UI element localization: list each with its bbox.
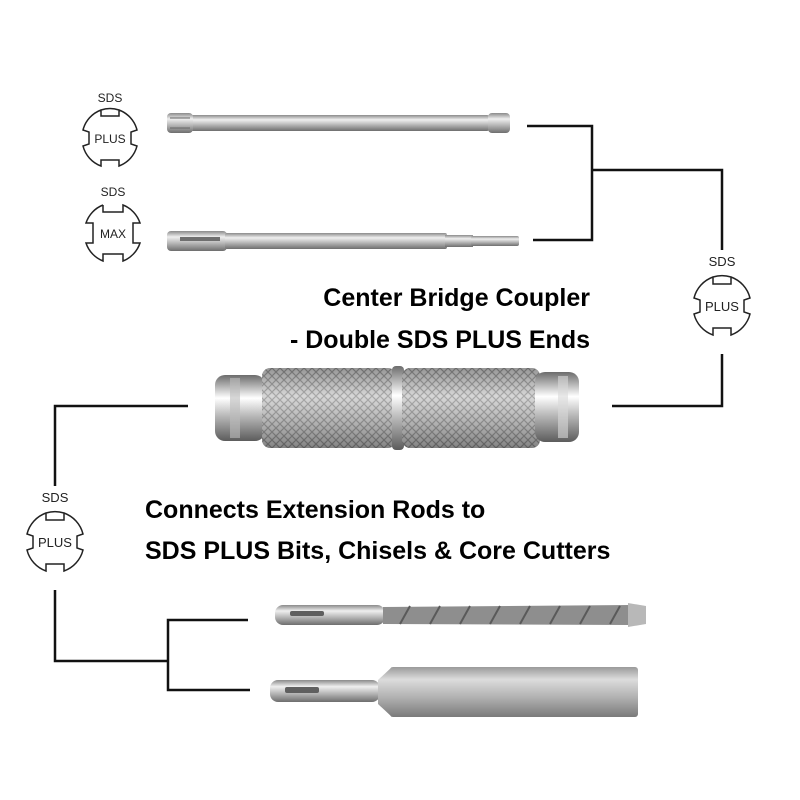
rod-plus-end	[167, 113, 193, 133]
sds-plus-shape-icon	[26, 510, 84, 573]
sds-plus-drill-bit	[275, 603, 646, 627]
coupler-center-ring	[392, 366, 404, 450]
sds-plus-shape-icon	[693, 274, 751, 337]
center-bridge-coupler	[215, 366, 579, 450]
rod-plus-tip	[471, 236, 519, 246]
sds-max-badge-rod: SDS MAX	[84, 185, 142, 263]
sds-max-extension-rod	[167, 231, 519, 251]
badge-center-label: PLUS	[705, 299, 739, 314]
rod-shaft	[225, 233, 447, 249]
connector-lines	[53, 124, 724, 692]
badge-center-label: PLUS	[94, 132, 125, 146]
rod-socket-end	[488, 113, 510, 133]
badge-top-label: SDS	[98, 91, 123, 105]
headline-block: Center Bridge Coupler - Double SDS PLUS …	[290, 284, 590, 354]
connector-badge-to-bits	[53, 590, 168, 663]
connector-bits-bracket	[166, 618, 250, 692]
bit-shank	[275, 605, 385, 625]
badge-center-label: MAX	[100, 227, 126, 241]
rod-shaft	[190, 115, 490, 131]
sds-plus-core-adapter	[270, 667, 638, 717]
sds-plus-badge-coupler-right: SDS PLUS	[693, 254, 751, 337]
sds-plus-extension-rod	[167, 113, 510, 133]
badge-top-label: SDS	[42, 490, 69, 505]
coupler-right-cap	[535, 372, 579, 442]
headline-line-1: Center Bridge Coupler	[323, 284, 590, 312]
adapter-taper	[378, 667, 392, 717]
subtitle-block: Connects Extension Rods to SDS PLUS Bits…	[145, 496, 610, 565]
sds-plus-shape-icon	[82, 107, 138, 168]
subtitle-line-1: Connects Extension Rods to	[145, 496, 485, 524]
connector-coupler-to-badge	[53, 404, 188, 486]
subtitle-line-2: SDS PLUS Bits, Chisels & Core Cutters	[145, 537, 610, 565]
connector-rods-to-badge	[592, 168, 724, 250]
badge-top-label: SDS	[101, 185, 126, 199]
badge-top-label: SDS	[709, 254, 736, 269]
adapter-shank	[270, 680, 380, 702]
connector-rod-plus	[527, 124, 594, 242]
sds-plus-badge-rod: SDS PLUS	[82, 91, 138, 168]
bit-carbide-tip	[628, 603, 646, 627]
connector-badge-to-coupler	[612, 354, 724, 408]
bit-flute	[383, 605, 640, 625]
adapter-body	[390, 667, 638, 717]
headline-line-2: - Double SDS PLUS Ends	[290, 326, 590, 354]
rod-plus-tip	[445, 235, 473, 247]
sds-max-shape-icon	[84, 203, 142, 263]
sds-plus-badge-coupler-left: SDS PLUS	[26, 490, 84, 573]
badge-center-label: PLUS	[38, 535, 72, 550]
